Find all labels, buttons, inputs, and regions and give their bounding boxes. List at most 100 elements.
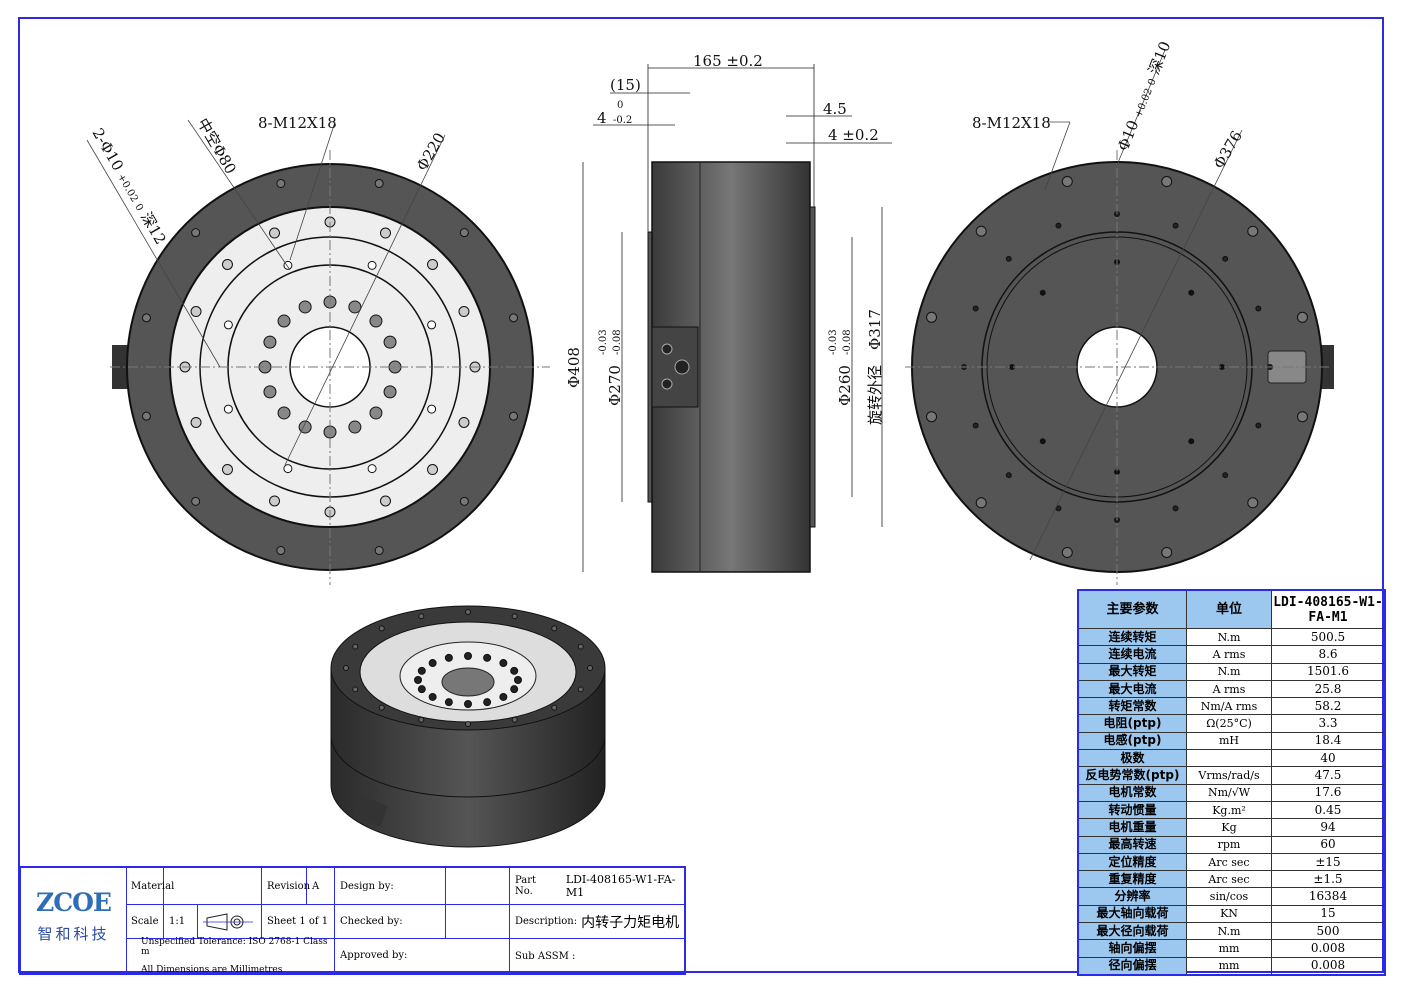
bolt-hole (509, 313, 519, 323)
spec-value: 25.8 (1271, 679, 1386, 699)
revision-value: A (307, 868, 335, 905)
bolt-hole (1005, 255, 1012, 262)
bolt-hole (1247, 225, 1259, 237)
depth-label: 深10 (1145, 39, 1174, 77)
bolt-hole (427, 320, 437, 330)
bolt-hole (223, 404, 233, 414)
part-no-label: Part No. (515, 875, 537, 897)
revision-label: Revision (262, 868, 310, 905)
spec-value: 17.6 (1271, 783, 1386, 802)
tol-lower: 0 (1146, 77, 1159, 87)
pilot-dim: Φ270 (606, 365, 624, 406)
bolt-hole (1055, 505, 1062, 512)
bolt-hole (428, 692, 437, 701)
tol-upper: +0.02 (115, 172, 140, 204)
bolt-hole (1247, 497, 1259, 509)
bolt-hole (444, 653, 453, 662)
description-value: 内转子力矩电机 (581, 914, 680, 931)
bolt-hole (926, 411, 938, 423)
bolt-hole (190, 416, 202, 428)
bolt-hole (1005, 472, 1012, 479)
title-block: ZCOE 智和科技 Material Revision A Scale 1:1 … (19, 866, 686, 975)
bolt-hole (483, 653, 492, 662)
spec-param: 径向偏摆 (1077, 956, 1187, 976)
bolt-hole (221, 464, 233, 476)
logo-text: ZCOE (36, 888, 112, 917)
bolt-hole (378, 625, 385, 632)
spec-unit: Nm/A rms (1186, 697, 1272, 716)
spec-value: ±1.5 (1271, 870, 1386, 889)
bolt-hole (277, 406, 291, 420)
thread-label: 8-M12X18 (972, 114, 1051, 132)
bolt-hole (374, 178, 384, 188)
spec-param: 重复精度 (1077, 870, 1187, 889)
spec-param: 最大轴向载荷 (1077, 904, 1187, 924)
checked-by-label: Checked by: (335, 905, 446, 939)
company-logo: ZCOE 智和科技 (21, 868, 127, 973)
bolt-hole (269, 495, 281, 507)
tol-upper: 0 (617, 100, 623, 111)
bolt-hole (417, 666, 426, 675)
bolt-hole (348, 300, 362, 314)
approved-by-label: Approved by: (335, 939, 510, 973)
bolt-hole (972, 305, 979, 312)
spec-unit: Ω(25°C) (1186, 714, 1272, 733)
spec-unit: mm (1186, 956, 1272, 976)
bolt-hole (379, 227, 391, 239)
tol-upper: +0.02 (1133, 87, 1155, 120)
spec-value: 0.45 (1271, 800, 1386, 820)
bolt-hole (464, 700, 472, 708)
spec-param: 电机常数 (1077, 783, 1187, 802)
spec-unit: mm (1186, 939, 1272, 958)
spec-unit: rpm (1186, 835, 1272, 854)
spec-value: 40 (1271, 749, 1386, 768)
right-step-dim: 4.5 (823, 100, 847, 118)
bolt-hole (352, 643, 359, 650)
bolt-hole (1222, 472, 1229, 479)
bolt-hole (427, 464, 439, 476)
header-unit: 单位 (1186, 589, 1272, 629)
bolt-hole (269, 227, 281, 239)
front-holes-callout: 2-Φ10+0.020深12 (89, 125, 170, 248)
bolt-hole (378, 704, 385, 711)
bolt-hole (926, 311, 938, 323)
bolt-hole (418, 716, 425, 723)
spec-param: 电阻(ptp) (1077, 714, 1187, 733)
bolt-hole (459, 496, 469, 506)
bolt-hole (1188, 289, 1195, 296)
bolt-hole (190, 306, 202, 318)
bolt-hole (577, 686, 584, 693)
bolt-hole (223, 320, 233, 330)
bolt-hole (975, 497, 987, 509)
od-dim: Φ408 (565, 347, 583, 388)
bolt-hole (458, 416, 470, 428)
bolt-hole (374, 546, 384, 556)
spec-unit: mH (1186, 731, 1272, 751)
bolt-hole (283, 464, 293, 474)
ref-dim: (15) (610, 76, 641, 94)
spec-value: 0.008 (1271, 939, 1386, 958)
spec-value: 18.4 (1271, 731, 1386, 751)
bolt-hole (221, 258, 233, 270)
rotor-od-dim: Φ317 (866, 309, 884, 350)
units-note: All Dimensions are Millimetres (141, 964, 283, 975)
bolt-hole (276, 178, 286, 188)
bolt-hole (465, 609, 471, 615)
bolt-hole (972, 422, 979, 429)
spec-value: 15 (1271, 904, 1386, 924)
bolt-hole (459, 228, 469, 238)
bolt-hole (428, 659, 437, 668)
spec-unit: Arc sec (1186, 852, 1272, 872)
rotor-od-note: 旋转外径 (866, 365, 884, 425)
bolt-hole (418, 613, 425, 620)
bolt-hole (427, 258, 439, 270)
spec-unit: A rms (1186, 645, 1272, 664)
bolt-hole (1161, 546, 1173, 558)
